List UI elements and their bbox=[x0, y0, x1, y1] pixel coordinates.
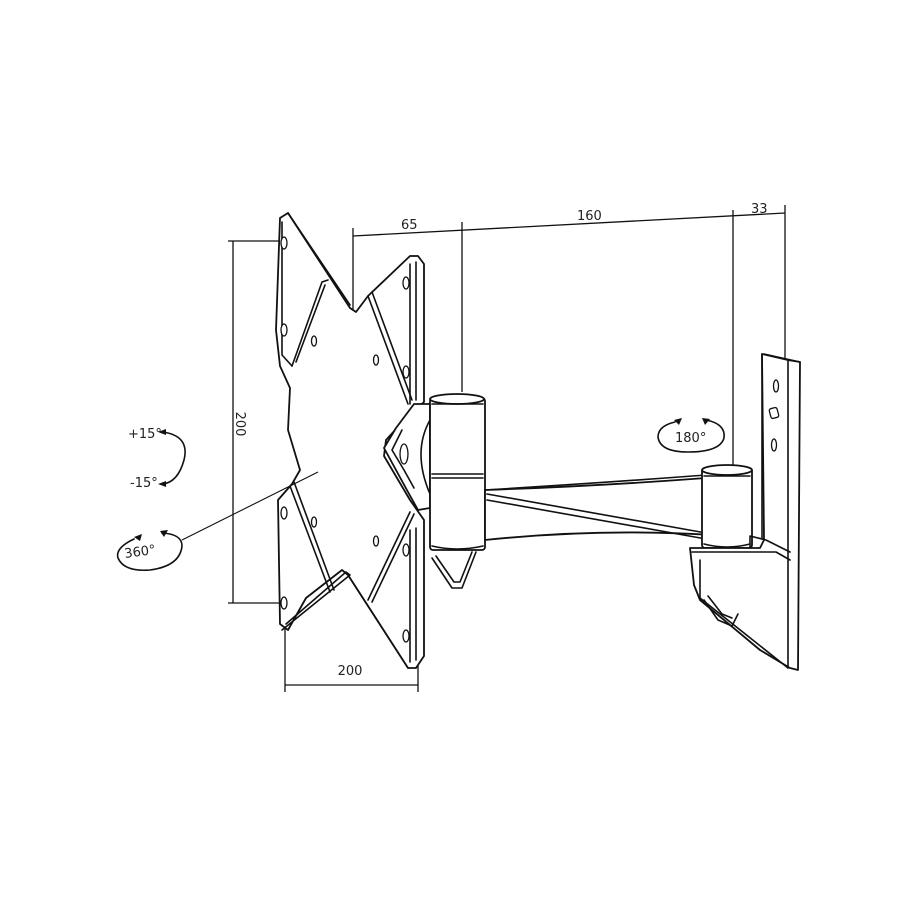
tilt-up-label: +15° bbox=[128, 427, 162, 442]
arm-joint-rear bbox=[701, 464, 753, 549]
dim-label-65: 65 bbox=[401, 218, 418, 233]
dim-label-200-vertical: 200 bbox=[232, 412, 247, 437]
arm-joint-front bbox=[429, 393, 486, 589]
dim-label-200-horizontal: 200 bbox=[338, 664, 363, 679]
vesa-plate bbox=[275, 212, 425, 669]
plate-rotation-label: 360° bbox=[123, 543, 156, 562]
dim-label-160: 160 bbox=[577, 209, 602, 224]
wall-plate bbox=[689, 353, 801, 671]
tilt-down-label: -15° bbox=[130, 476, 158, 491]
dim-label-33: 33 bbox=[751, 202, 768, 217]
dimension-top bbox=[352, 205, 786, 465]
tilt-indicator bbox=[158, 429, 186, 487]
swing-arm bbox=[484, 474, 713, 541]
swivel-indicator bbox=[657, 418, 725, 453]
dimension-vesa-height bbox=[228, 240, 285, 604]
swivel-label: 180° bbox=[675, 431, 706, 446]
plate-rotation-indicator bbox=[116, 471, 319, 572]
